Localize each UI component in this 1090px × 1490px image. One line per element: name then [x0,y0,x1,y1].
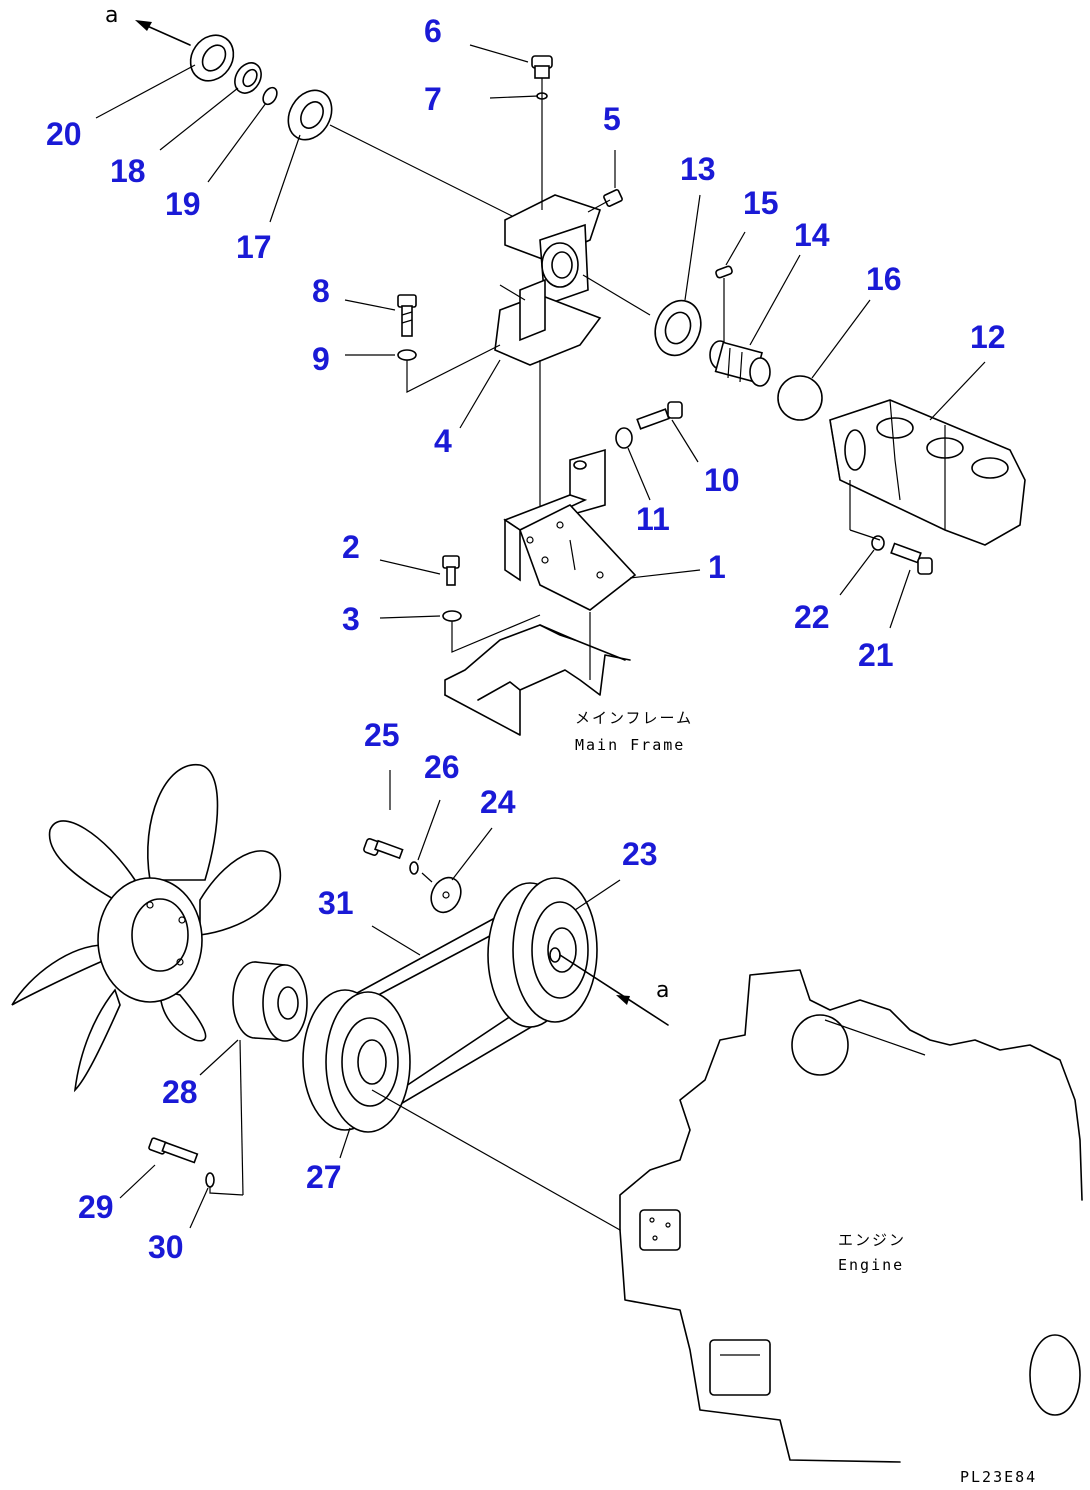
crank-pulley-27 [302,989,621,1231]
shaft-14 [709,340,771,387]
label-19: 19 [165,186,201,222]
bearing-17 [287,89,521,221]
label-6: 6 [424,13,442,49]
label-4: 4 [434,423,452,459]
arrow-a-engine-label: a [656,978,669,1003]
label-17: 17 [236,229,272,265]
label-21: 21 [858,637,894,673]
bearing-18 [234,62,262,94]
grease-fitting-5 [587,189,623,213]
leader-lines [95,44,986,1229]
label-12: 12 [970,319,1006,355]
o-ring-16 [777,375,823,421]
arrow-a-engine: a [559,954,669,1026]
label-29: 29 [78,1189,114,1225]
hydraulic-pump-12 [829,399,1026,546]
label-8: 8 [312,273,330,309]
part-labels: 1 2 3 4 5 6 7 8 9 10 11 12 13 14 15 16 1… [46,13,1006,1265]
plate-24 [430,876,462,914]
washer-30 [205,1172,244,1196]
label-23: 23 [622,836,658,872]
oil-seal-20 [189,34,235,82]
washer-11 [615,427,633,449]
label-28: 28 [162,1074,198,1110]
bolt-10 [636,401,683,430]
washer-3 [442,610,541,653]
bolt-25 [363,838,404,860]
washer-26 [409,861,419,875]
label-5: 5 [603,101,621,137]
label-26: 26 [424,749,460,785]
washer-22 [871,535,885,551]
label-3: 3 [342,601,360,637]
spacer-28 [232,961,308,1196]
label-10: 10 [704,462,740,498]
main-frame-label-jp: メインフレーム [575,709,693,727]
label-16: 16 [866,261,902,297]
seal-13 [654,299,702,357]
label-11: 11 [636,501,670,537]
label-24: 24 [480,784,516,820]
label-31: 31 [318,885,354,921]
bolt-8 [397,294,417,337]
label-7: 7 [424,81,442,117]
label-22: 22 [794,599,830,635]
main-frame-label-en: Main Frame [575,736,685,754]
snap-ring-19 [262,86,278,106]
washer-9 [397,344,501,393]
bolt-6 [531,55,553,210]
cooling-fan [11,764,282,1093]
label-18: 18 [110,153,146,189]
label-2: 2 [342,529,360,565]
label-20: 20 [46,116,82,152]
label-30: 30 [148,1229,184,1265]
bolt-2 [442,555,460,586]
engine: エンジン Engine [619,969,1083,1463]
label-13: 13 [680,151,716,187]
label-9: 9 [312,341,330,377]
label-15: 15 [743,185,779,221]
label-14: 14 [794,217,830,253]
engine-label-en: Engine [838,1256,904,1274]
mount-bracket-1 [503,360,701,611]
key-15 [715,265,733,345]
arrow-a-top: a [105,3,191,46]
drawing-code: PL23E84 [960,1468,1037,1486]
label-1: 1 [708,549,726,585]
main-frame: メインフレーム Main Frame [444,612,693,754]
bolt-21 [890,542,933,575]
pulley-23 [487,877,598,1028]
bracket-housing-4 [494,194,651,366]
label-25: 25 [364,717,400,753]
bolt-29 [148,1137,199,1164]
engine-label-jp: エンジン [838,1231,906,1249]
label-27: 27 [306,1159,342,1195]
arrow-a-top-label: a [105,3,118,28]
